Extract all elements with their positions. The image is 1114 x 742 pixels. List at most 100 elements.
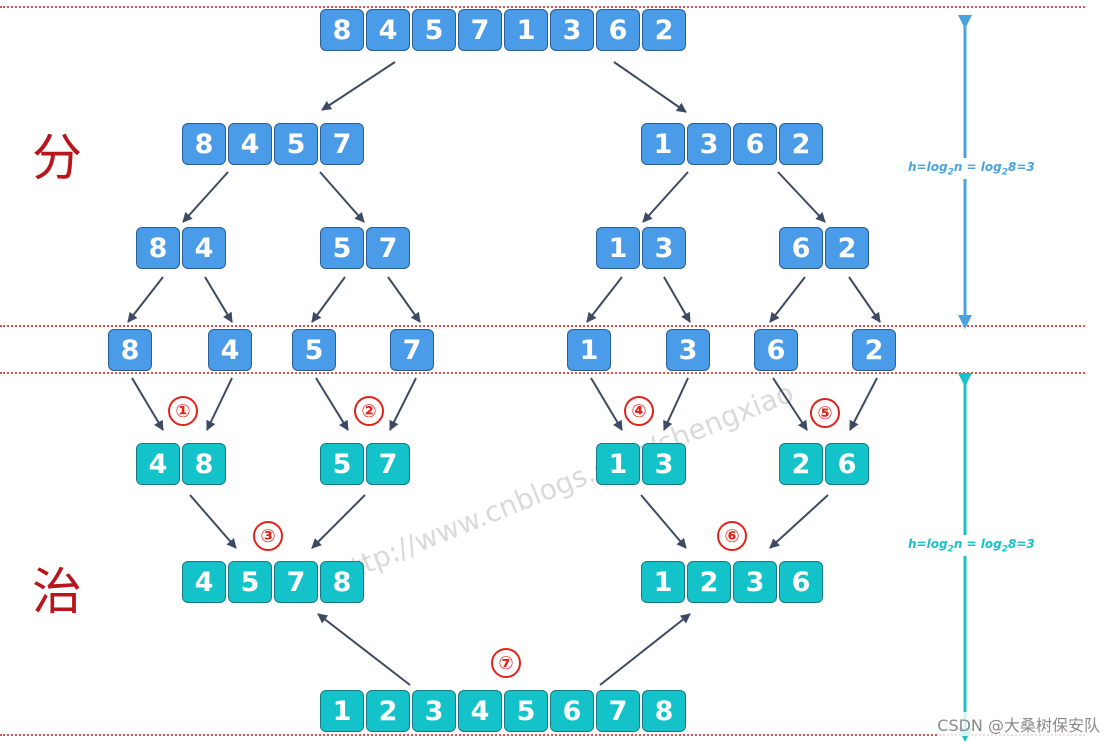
number-cell: 8 [642,690,686,732]
divide-level3-group: 2 [852,329,896,373]
flow-arrow [311,276,346,323]
number-cell: 4 [366,9,410,51]
number-cell: 1 [567,329,611,371]
number-cell: 2 [825,227,869,269]
flow-arrow [321,61,396,111]
number-cell: 3 [642,443,686,485]
flow-arrow [599,613,691,686]
flow-arrow [315,377,349,431]
number-cell: 4 [208,329,252,371]
step-badge: ⑤ [810,398,840,428]
number-cell: 7 [366,227,410,269]
number-cell: 6 [596,9,640,51]
number-cell: 5 [412,9,456,51]
number-cell: 8 [136,227,180,269]
step-badge: ④ [624,396,654,426]
flow-arrow [389,377,417,431]
step-badge: ① [168,396,198,426]
number-cell: 2 [642,9,686,51]
divide-label: 分 [32,129,82,187]
step-badge: ⑦ [491,648,521,678]
number-cell: 8 [182,123,226,165]
divider-line-divide-end [0,325,1085,327]
flow-arrow [131,377,164,431]
number-cell: 4 [182,561,226,603]
number-cell: 3 [642,227,686,269]
number-cell: 4 [458,690,502,732]
number-cell: 8 [108,329,152,371]
number-cell: 7 [596,690,640,732]
number-cell: 8 [320,9,364,51]
flow-arrow [586,276,623,323]
number-cell: 8 [320,561,364,603]
number-cell: 1 [596,443,640,485]
flow-arrow [769,494,829,549]
flow-arrow [317,613,411,686]
number-cell: 3 [550,9,594,51]
number-cell: 5 [504,690,548,732]
flow-arrow [613,61,687,113]
flow-arrow [772,377,808,431]
divide-level3-group: 3 [666,329,710,373]
credit-text: CSDN @大桑树保安队 [937,712,1100,736]
flow-arrow [387,276,421,323]
divider-line-bottom [0,734,1085,736]
divide-level3-group: 7 [390,329,434,373]
number-cell: 5 [320,443,364,485]
number-cell: 1 [641,123,685,165]
divide-level3-group: 8 [108,329,152,373]
number-cell: 3 [412,690,456,732]
divider-line-conquer-start [0,372,1085,374]
divider-line-top [0,6,1085,8]
flow-arrow [311,494,366,549]
number-cell: 4 [136,443,180,485]
number-cell: 2 [779,123,823,165]
number-cell: 6 [779,227,823,269]
number-cell: 5 [228,561,272,603]
number-cell: 3 [733,561,777,603]
divide-level3-group: 4 [208,329,252,373]
conquer-height-label: h=log2n = log28=3 [908,535,1035,557]
step-badge: ③ [253,521,283,551]
number-cell: 2 [779,443,823,485]
number-cell: 2 [687,561,731,603]
number-cell: 6 [550,690,594,732]
number-cell: 5 [292,329,336,371]
flow-arrow [204,276,233,323]
step-badge: ⑥ [717,521,747,551]
number-cell: 2 [366,690,410,732]
number-cell: 5 [320,227,364,269]
flow-arrow [663,377,689,431]
number-cell: 6 [754,329,798,371]
number-cell: 6 [779,561,823,603]
number-cell: 5 [274,123,318,165]
number-cell: 1 [596,227,640,269]
flow-arrow [189,494,237,549]
flow-arrow [182,171,229,223]
flow-arrow [590,377,623,431]
step-badge: ② [354,396,384,426]
flow-arrow [640,494,687,549]
number-cell: 3 [687,123,731,165]
number-cell: 2 [852,329,896,371]
number-cell: 1 [320,690,364,732]
flow-arrow [663,276,691,323]
divide-height-label: h=log2n = log28=3 [908,158,1035,180]
divide-level3-group: 1 [567,329,611,373]
flow-arrow [206,377,233,431]
